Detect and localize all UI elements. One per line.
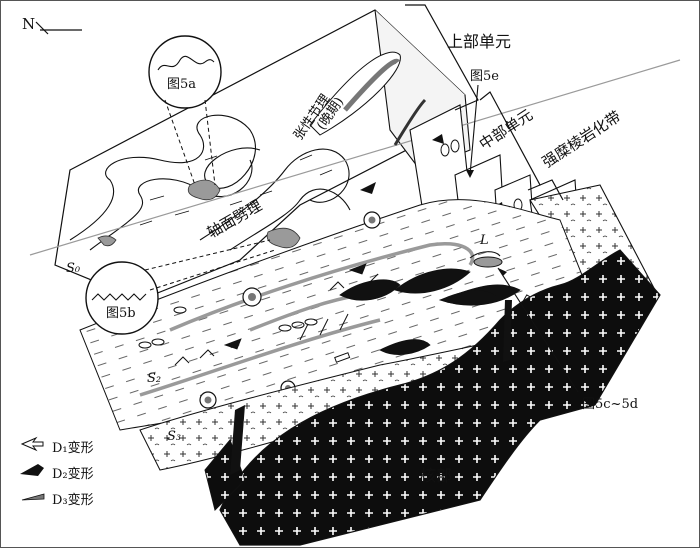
label-fig5b: 图5b bbox=[106, 306, 136, 321]
callout-5b bbox=[85, 261, 159, 335]
label-fig5cd: 图5c~5d bbox=[582, 397, 639, 412]
label-s0: S₀ bbox=[66, 261, 81, 276]
core-granite bbox=[219, 249, 661, 546]
legend-label-d2: D₂变形 bbox=[52, 466, 94, 482]
legend-label-d1: D₁变形 bbox=[52, 440, 94, 456]
north-label: N bbox=[22, 15, 36, 33]
solid-arrow-icon bbox=[20, 464, 44, 476]
pointer-5cd bbox=[497, 267, 579, 393]
hollow-arrow-icon bbox=[20, 436, 44, 452]
sigma-clasts bbox=[223, 263, 521, 355]
legend-item-d1: D₁变形 bbox=[52, 437, 94, 456]
pointer-5e bbox=[469, 84, 479, 176]
label-s2: S₂ bbox=[147, 371, 162, 386]
label-fig5a: 图5a bbox=[167, 77, 197, 92]
cleavage-dashes bbox=[139, 154, 333, 226]
legend-item-d3: D₃变形 bbox=[52, 489, 94, 508]
label-upper-unit: 上部单元 bbox=[447, 32, 512, 51]
fold-hinges bbox=[97, 179, 301, 249]
label-L: L bbox=[480, 233, 489, 248]
legend-item-d2: D₂变形 bbox=[52, 463, 94, 482]
fold-trains bbox=[69, 114, 351, 251]
shear-marks bbox=[174, 273, 379, 366]
lineation-L bbox=[473, 256, 503, 268]
legend-label-d3: D₃变形 bbox=[52, 492, 94, 508]
unit-brackets bbox=[405, 4, 564, 201]
north-arrow-tick bbox=[35, 21, 49, 35]
half-arrow-icon bbox=[21, 493, 45, 501]
callout-5a bbox=[148, 35, 222, 109]
dykes bbox=[230, 290, 512, 475]
label-core: 核部 bbox=[420, 466, 453, 485]
legend-icons bbox=[20, 436, 45, 501]
label-s3: S₃ bbox=[167, 429, 182, 444]
label-fig5e: 图5e bbox=[470, 69, 499, 84]
s0-trace bbox=[29, 59, 681, 256]
rimmed-clasts bbox=[199, 211, 381, 409]
